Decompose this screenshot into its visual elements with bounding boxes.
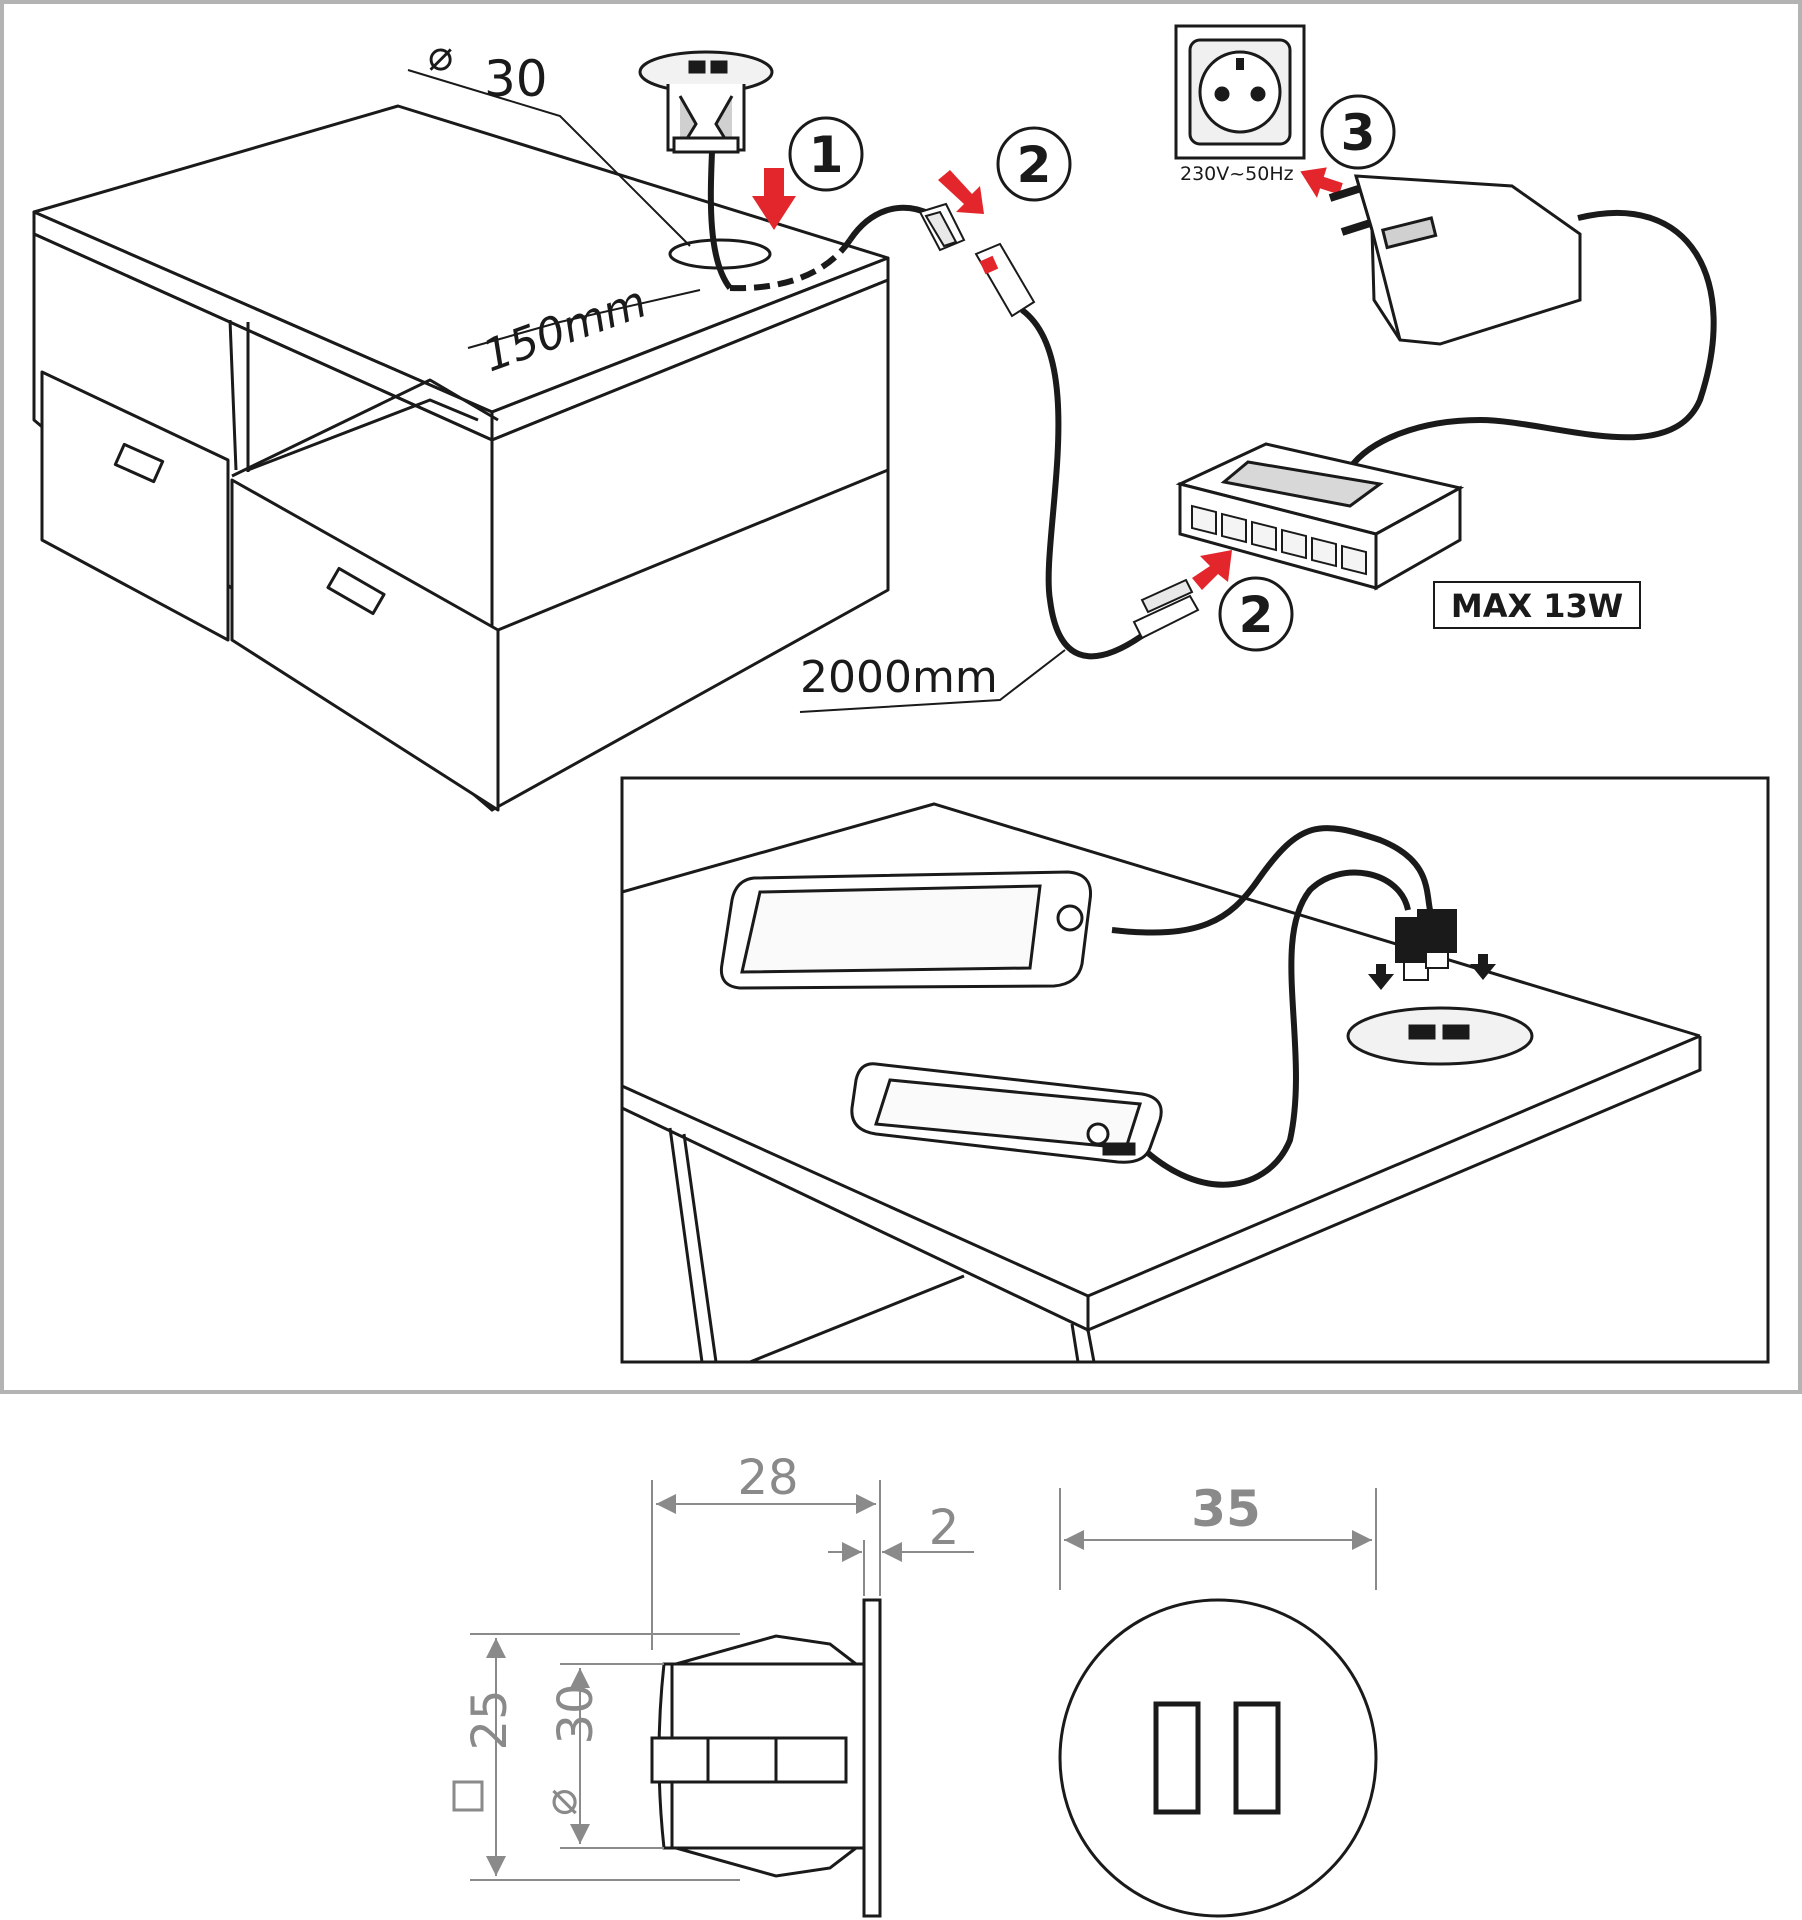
usb-plugs (1395, 909, 1457, 981)
step-number: 1 (809, 126, 844, 184)
cable-length-long-label: 2000mm (800, 652, 998, 703)
connector-plug (1132, 578, 1200, 640)
cabinet (32, 104, 890, 812)
arrow-step-2b (1192, 550, 1232, 590)
arrow-step-3 (1300, 167, 1343, 198)
voltage-label: 230V~50Hz (1180, 163, 1294, 185)
power-adapter (1328, 174, 1582, 346)
drawer-handle (113, 442, 165, 484)
dim-square: 25 (462, 1689, 518, 1750)
wall-socket-icon (1174, 24, 1306, 160)
dim-diameter: 30 (548, 1683, 604, 1744)
tablet-cable (1111, 825, 1433, 936)
max-power-box (1433, 581, 1641, 629)
dim-depth: 28 (737, 1450, 798, 1506)
side-view-drawing (650, 1598, 882, 1918)
hole-diameter-symbol: ⌀ (428, 31, 453, 80)
max-power-label: MAX 13W (1451, 587, 1623, 625)
side-view-dimensions (470, 1480, 974, 1881)
step-number: 3 (1341, 104, 1376, 162)
dimension-leaders (407, 69, 1066, 713)
short-cable (707, 151, 733, 290)
short-cable-hidden (729, 238, 853, 292)
adapter-cable (1347, 209, 1717, 470)
tablet-device (719, 870, 1093, 990)
dim-cover: 35 (1191, 1480, 1261, 1538)
square-symbol (452, 1780, 484, 1812)
dim-diameter-symbol: ⌀ (533, 1788, 587, 1816)
connector-male (918, 202, 966, 252)
arrow-down-right (1470, 954, 1496, 980)
desk-usb-socket (1346, 1006, 1534, 1066)
phone-cable (1127, 869, 1411, 1188)
arrow-step-2a (938, 170, 984, 214)
front-view-dimensions (1059, 1488, 1377, 1590)
phone-device (850, 1062, 1163, 1164)
arrow-step-1 (752, 168, 796, 230)
short-cable (847, 204, 932, 242)
distribution-box (1175, 442, 1465, 591)
front-view-drawing (1058, 1598, 1378, 1918)
top-panel-frame (0, 0, 1802, 1394)
usb-socket-unit (638, 50, 774, 154)
step-number: 2 (1017, 136, 1052, 194)
usage-inset-frame (620, 776, 1770, 1364)
arrow-down-left (1368, 964, 1394, 990)
step-number: 2 (1239, 586, 1274, 644)
distribution-ports (1191, 504, 1367, 576)
hole-diameter-label: 30 (484, 50, 548, 108)
dim-flange: 2 (929, 1500, 960, 1556)
drawer-handle (326, 566, 386, 616)
long-cable (1020, 307, 1152, 660)
connector-female (974, 242, 1036, 318)
